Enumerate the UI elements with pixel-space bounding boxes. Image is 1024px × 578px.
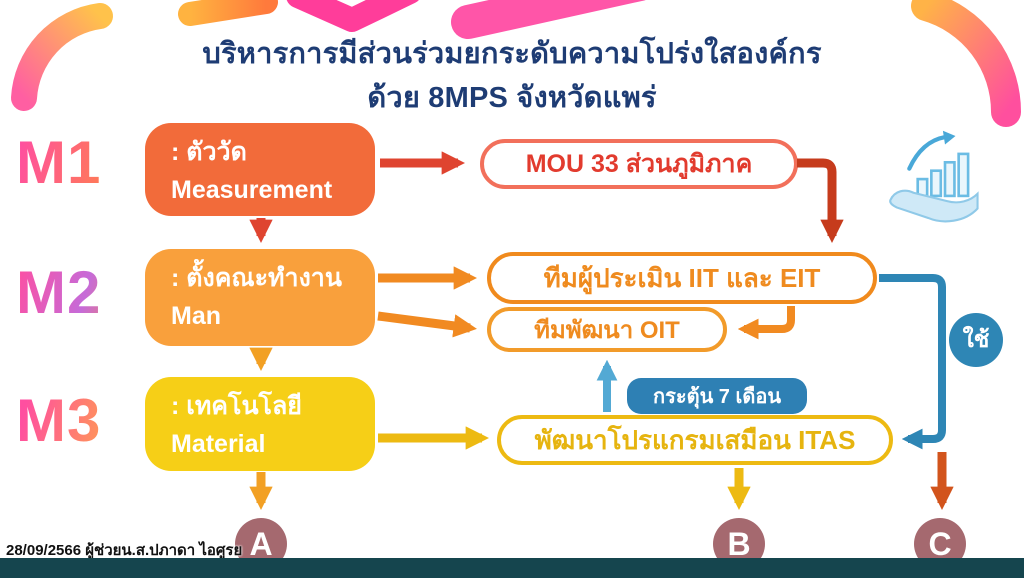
m2-box-line1: : ตั้งคณะทำงาน — [171, 264, 342, 292]
m3-box-line2: Material — [171, 429, 266, 458]
title-line-2: ด้วย 8MPS จังหวัดแพร่ — [367, 82, 657, 114]
hand-growth-icon — [889, 130, 979, 223]
m1-box-line2: Measurement — [171, 175, 333, 204]
use-circle: ใช้ — [949, 313, 1003, 367]
pill-iit-eit: ทีมผู้ประเมิน IIT และ EIT — [487, 252, 877, 304]
pill-itas: พัฒนาโปรแกรมเสมือน ITAS — [497, 415, 893, 465]
m3-box-line1: : เทคโนโลยี — [171, 392, 302, 420]
m3-material-box: : เทคโนโลยี Material — [145, 377, 375, 471]
m2-box-line2: Man — [171, 301, 221, 330]
arrow-iit-to-use-to-itas — [879, 274, 946, 450]
label-m2: M2 — [16, 258, 141, 327]
label-m3: M3 — [16, 386, 141, 455]
bottom-bar — [0, 558, 1024, 578]
m2-man-box: : ตั้งคณะทำงาน Man — [145, 249, 375, 346]
credit-text: 28/09/2566 ผู้ช่วยน.ส.ปภาดา ไอศูรย — [6, 542, 243, 559]
pill-mou: MOU 33 ส่วนภูมิภาค — [480, 139, 798, 189]
arrow-iit-to-oit — [737, 306, 795, 340]
m1-measurement-box: : ตัววัด Measurement — [145, 123, 375, 216]
title-line-1: บริหารการมีส่วนร่วมยกระดับความโปร่งใสองค… — [202, 38, 822, 70]
top-center-ribbons — [178, 0, 646, 39]
label-m1: M1 — [16, 128, 141, 197]
m1-box-line1: : ตัววัด — [171, 138, 247, 166]
pill-oit: ทีมพัฒนา OIT — [487, 307, 727, 352]
arrow-m2-to-oit — [377, 311, 477, 338]
stimulate-badge: กระตุ้น 7 เดือน — [627, 378, 807, 414]
arrow-mou-to-iit — [797, 158, 844, 244]
